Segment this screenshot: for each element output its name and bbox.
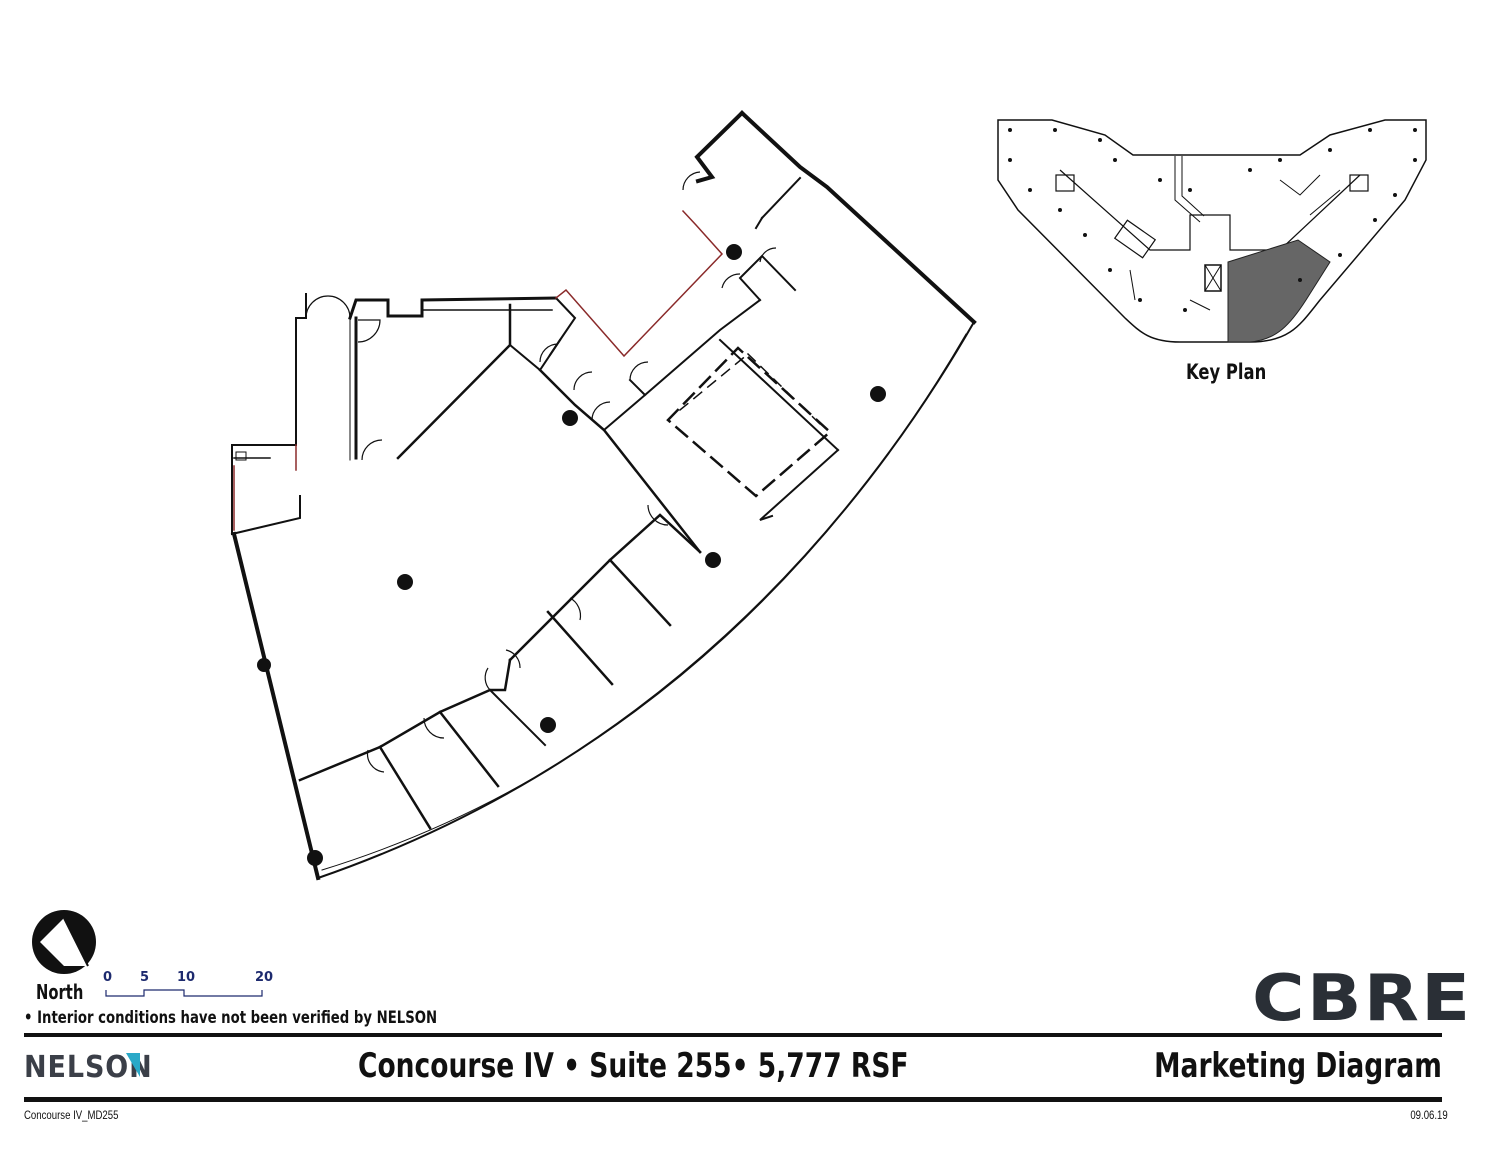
footer-rule-bottom	[24, 1097, 1442, 1102]
key-plan-suite-highlight	[1227, 239, 1331, 343]
verification-note: • Interior conditions have not been veri…	[24, 1008, 438, 1028]
north-label: North	[36, 980, 84, 1004]
footer-rule-top	[24, 1033, 1442, 1037]
page-title: Concourse IV • Suite 255• 5,777 RSF	[358, 1046, 909, 1086]
door-swings	[305, 171, 777, 773]
key-plan-drawing	[997, 119, 1427, 343]
north-arrow-icon	[32, 910, 96, 974]
key-plan-label: Key Plan	[1186, 360, 1267, 384]
footer-date: 09.06.19	[1410, 1108, 1448, 1122]
key-plan-columns	[1008, 128, 1417, 312]
page-subtitle: Marketing Diagram	[1154, 1046, 1442, 1086]
cbre-logo: CBRE	[1252, 962, 1473, 1036]
file-id: Concourse IV_MD255	[24, 1108, 119, 1122]
structural-columns	[257, 244, 886, 866]
scale-tick-20: 20	[255, 970, 274, 985]
suite-floor-plan	[230, 110, 977, 881]
scale-bar	[105, 989, 263, 997]
scale-tick-10: 10	[177, 970, 196, 985]
scale-tick-5: 5	[140, 970, 150, 985]
scale-tick-0: 0	[103, 970, 113, 985]
